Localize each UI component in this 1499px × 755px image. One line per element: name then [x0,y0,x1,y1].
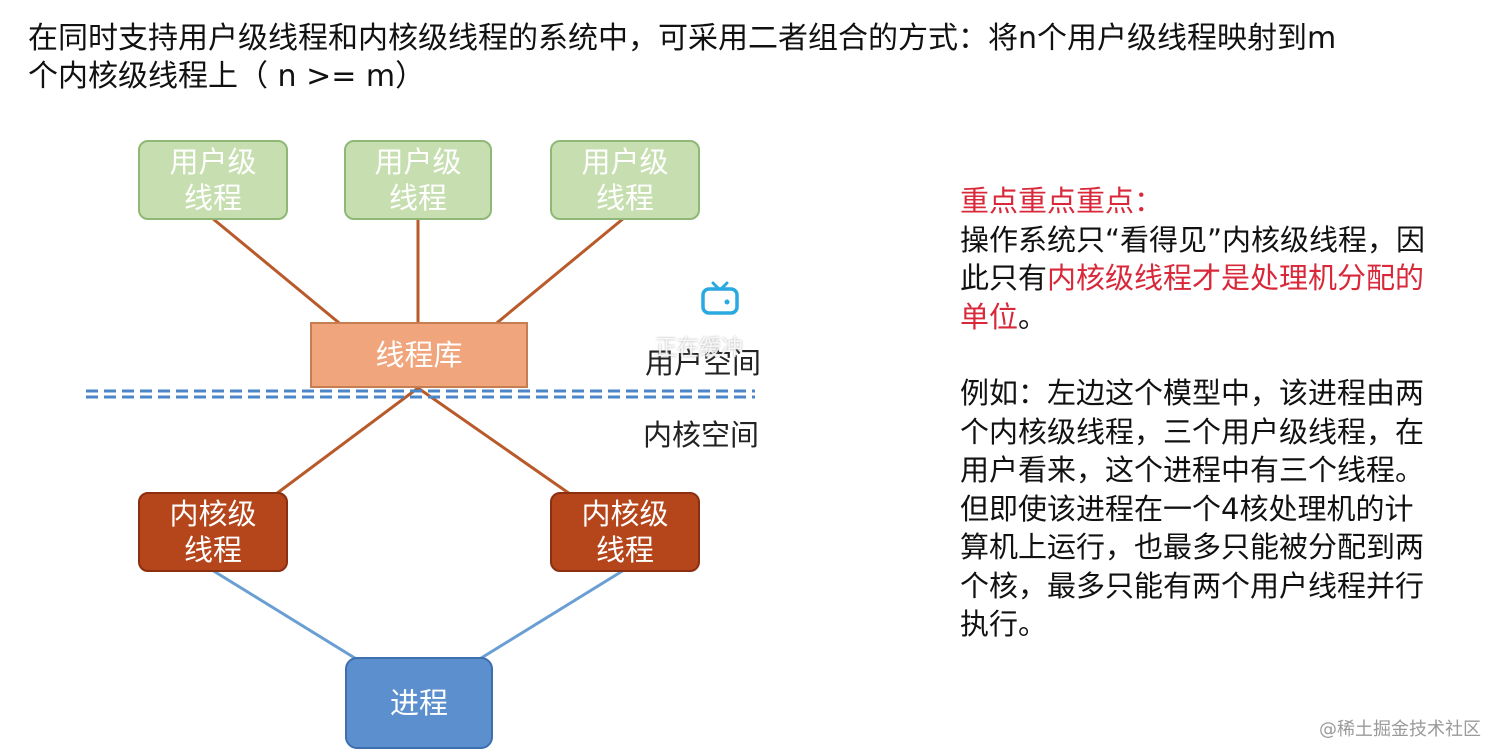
thread-library-label: 线程库 [375,338,463,372]
notes-p1-end: 。 [1018,299,1048,334]
kernel-thread-2-label-line1: 内核级 [581,497,669,531]
user-space-label: 用户空间 [645,346,762,380]
heading-line-2: 个内核级线程上（ n >= m） [28,59,426,94]
tv-icon [701,281,739,315]
kernel-thread-1-label-line2: 线程 [183,533,242,567]
mapping-line-kernel2 [417,386,571,496]
user-thread-2-label-line1: 用户级 [374,145,462,179]
user-thread-3-label-line2: 线程 [595,181,654,215]
kernel-space-label: 内核空间 [643,418,760,452]
notes-p1-text: 操作系统只“看得见”内核级线程，因此只有 [960,222,1426,296]
user-thread-box-2: 用户级线程 [344,140,492,220]
buffering-overlay-text: 正在缓冲 [655,336,744,361]
process-line-left [211,568,359,662]
process-line-right [477,568,625,662]
notes-panel: 重点重点重点： 操作系统只“看得见”内核级线程，因此只有内核级线程才是处理机分配… [960,182,1440,644]
kernel-thread-box-2: 内核级线程 [550,492,700,572]
kernel-thread-1-label-line1: 内核级 [169,497,257,531]
notes-paragraph-2: 例如：左边这个模型中，该进程由两个内核级线程，三个用户级线程，在用户看来，这个进… [960,376,1425,641]
user-thread-3-label-line1: 用户级 [581,145,669,179]
thread-library-box: 线程库 [310,322,528,388]
heading-line-1: 在同时支持用户级线程和内核级线程的系统中，可采用二者组合的方式：将n个用户级线程… [28,21,1337,56]
mapping-line-kernel1 [275,386,419,496]
emphasis-heading: 重点重点重点： [960,184,1164,218]
kernel-thread-box-1: 内核级线程 [138,492,288,572]
user-thread-2-label-line2: 线程 [388,181,447,215]
notes-paragraph-1: 操作系统只“看得见”内核级线程，因此只有内核级线程才是处理机分配的单位。 [960,221,1440,337]
page-heading: 在同时支持用户级线程和内核级线程的系统中，可采用二者组合的方式：将n个用户级线程… [28,20,1448,96]
kernel-thread-2-label-line2: 线程 [595,533,654,567]
process-label: 进程 [389,686,448,720]
process-box: 进程 [345,657,493,749]
user-thread-box-3: 用户级线程 [550,140,700,220]
user-thread-box-1: 用户级线程 [138,140,288,220]
user-thread-1-label-line2: 线程 [183,181,242,215]
user-thread-1-label-line1: 用户级 [169,145,257,179]
watermark: @稀土掘金技术社区 [1319,719,1481,740]
notes-p1-highlight: 内核级线程才是处理机分配的单位 [960,261,1425,334]
